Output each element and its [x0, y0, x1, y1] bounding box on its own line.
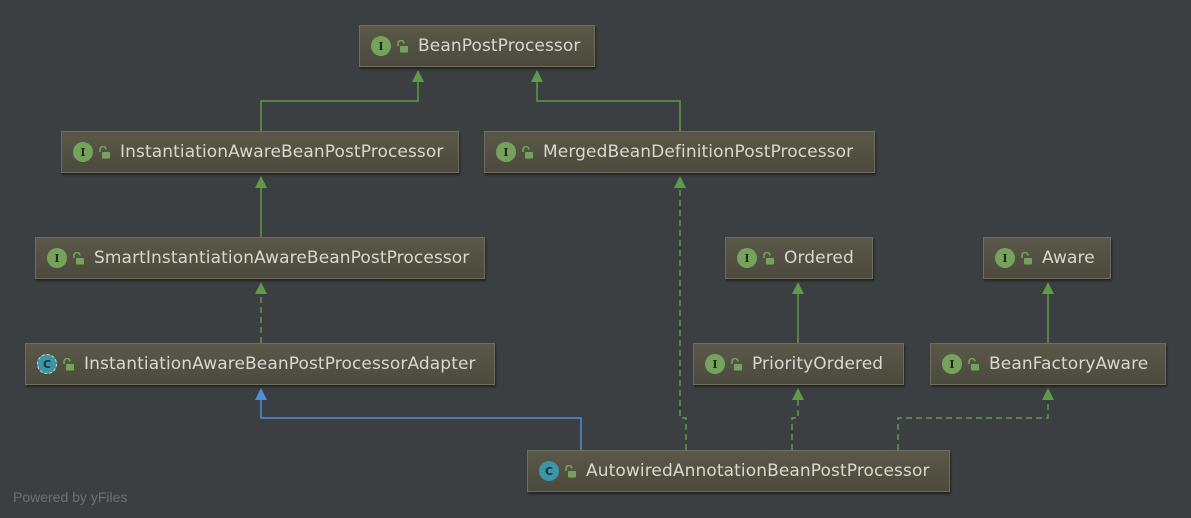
interface-icon: I [737, 248, 757, 268]
node-label: InstantiationAwareBeanPostProcessor [120, 142, 444, 162]
node-priority-ordered[interactable]: I PriorityOrdered [693, 343, 904, 385]
unlocked-padlock-icon [73, 251, 84, 264]
interface-icon: I [73, 142, 93, 162]
node-label: Ordered [784, 248, 854, 268]
node-label: AutowiredAnnotationBeanPostProcessor [586, 461, 930, 481]
interface-icon: I [995, 248, 1015, 268]
unlocked-padlock-icon [99, 145, 110, 158]
node-bean-post-processor[interactable]: I BeanPostProcessor [359, 25, 595, 67]
unlocked-padlock-icon [397, 39, 408, 52]
edge-autowired-to-priority-ordered [791, 388, 804, 450]
node-label: BeanFactoryAware [989, 354, 1149, 374]
node-label: InstantiationAwareBeanPostProcessorAdapt… [84, 354, 476, 374]
unlocked-padlock-icon [1021, 251, 1032, 264]
edge-autowired-to-merged [674, 176, 687, 450]
node-label: SmartInstantiationAwareBeanPostProcessor [94, 248, 470, 268]
node-aware[interactable]: I Aware [983, 237, 1111, 279]
node-label: BeanPostProcessor [418, 36, 581, 56]
node-instantiation-aware-bean-post-processor-adapter[interactable]: C InstantiationAwareBeanPostProcessorAda… [25, 343, 495, 385]
node-ordered[interactable]: I Ordered [725, 237, 873, 279]
unlocked-padlock-icon [731, 357, 742, 370]
interface-icon: I [705, 354, 725, 374]
unlocked-padlock-icon [763, 251, 774, 264]
unlocked-padlock-icon [522, 145, 533, 158]
abstract-class-icon: C [37, 354, 57, 374]
powered-by-footer: Powered by yFiles [13, 489, 128, 505]
edge-autowired-to-adapter [255, 388, 582, 450]
node-label: MergedBeanDefinitionPostProcessor [543, 142, 854, 162]
node-label: Aware [1042, 248, 1095, 268]
interface-icon: I [942, 354, 962, 374]
edge-autowired-to-bean-factory-aware [897, 388, 1054, 450]
interface-icon: I [47, 248, 67, 268]
unlocked-padlock-icon [968, 357, 979, 370]
unlocked-padlock-icon [565, 464, 576, 477]
node-instantiation-aware-bean-post-processor[interactable]: I InstantiationAwareBeanPostProcessor [61, 131, 459, 173]
unlocked-padlock-icon [63, 357, 74, 370]
node-smart-instantiation-aware-bean-post-processor[interactable]: I SmartInstantiationAwareBeanPostProcess… [35, 237, 485, 279]
node-autowired-annotation-bean-post-processor[interactable]: C AutowiredAnnotationBeanPostProcessor [527, 450, 950, 492]
interface-icon: I [496, 142, 516, 162]
node-bean-factory-aware[interactable]: I BeanFactoryAware [930, 343, 1166, 385]
edge-instantiation-aware-to-bean-post-processor [260, 70, 424, 131]
edge-merged-to-bean-post-processor [531, 70, 681, 131]
node-merged-bean-definition-post-processor[interactable]: I MergedBeanDefinitionPostProcessor [484, 131, 875, 173]
node-label: PriorityOrdered [752, 354, 884, 374]
class-icon: C [539, 461, 559, 481]
interface-icon: I [371, 36, 391, 56]
